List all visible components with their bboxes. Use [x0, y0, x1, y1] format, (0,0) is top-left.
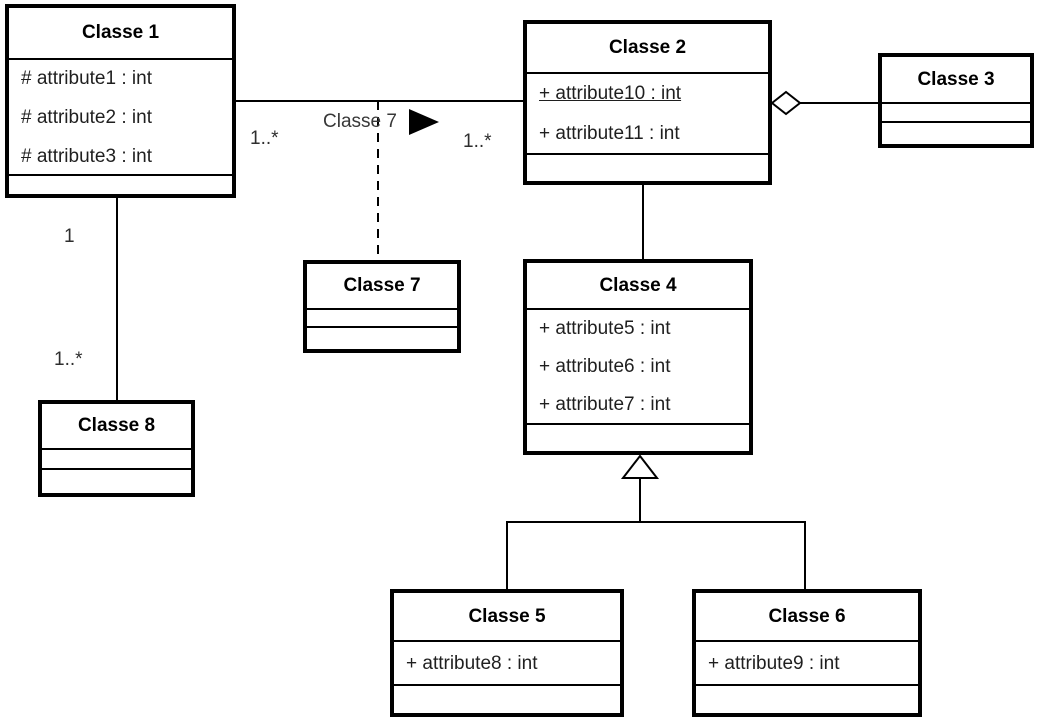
class-box-classe4[interactable]: Classe 4 + attribute5 : int + attribute6…: [523, 259, 753, 455]
attribute: + attribute6 : int: [539, 355, 671, 377]
methods-compartment: [9, 174, 232, 194]
attributes-compartment: + attribute8 : int: [394, 640, 620, 684]
class-title: Classe 7: [343, 275, 421, 296]
attributes-compartment: [42, 448, 191, 468]
attribute: # attribute1 : int: [21, 67, 152, 89]
class-box-classe1[interactable]: Classe 1 # attribute1 : int # attribute2…: [5, 4, 236, 198]
association-name-label: Classe 7: [323, 109, 439, 135]
attribute: # attribute2 : int: [21, 106, 152, 128]
methods-compartment: [527, 423, 749, 451]
attributes-compartment: + attribute10 : int + attribute11 : int: [527, 72, 768, 153]
methods-compartment: [882, 121, 1030, 144]
attribute: + attribute5 : int: [539, 317, 671, 339]
attribute: + attribute9 : int: [708, 652, 840, 674]
methods-compartment: [394, 684, 620, 713]
class-title: Classe 6: [768, 605, 846, 627]
association-direction-arrow-icon: [408, 109, 439, 135]
attributes-compartment: [882, 102, 1030, 121]
class-title: Classe 5: [468, 605, 546, 627]
attributes-compartment: + attribute5 : int + attribute6 : int + …: [527, 308, 749, 423]
static-attribute: + attribute10 : int: [539, 82, 682, 104]
aggregation-diamond-icon: [770, 90, 802, 116]
attribute: + attribute11 : int: [539, 122, 680, 144]
methods-compartment: [307, 326, 457, 349]
multiplicity-label-classe8-end: 1..*: [54, 349, 83, 370]
multiplicity-label-classe1-end: 1..*: [250, 128, 279, 149]
attributes-compartment: + attribute9 : int: [696, 640, 918, 684]
class-title: Classe 1: [81, 22, 160, 43]
class-title: Classe 2: [608, 37, 687, 58]
multiplicity-label-classe2-end: 1..*: [463, 131, 492, 152]
methods-compartment: [42, 468, 191, 493]
attributes-compartment: # attribute1 : int # attribute2 : int # …: [9, 58, 232, 174]
class-box-classe2[interactable]: Classe 2 + attribute10 : int + attribute…: [523, 20, 772, 185]
methods-compartment: [527, 153, 768, 181]
generalization-triangle-icon: [620, 454, 660, 479]
class-box-classe8[interactable]: Classe 8: [38, 400, 195, 497]
attributes-compartment: [307, 308, 457, 326]
class-title: Classe 3: [917, 68, 995, 90]
class-box-classe7[interactable]: Classe 7: [303, 260, 461, 353]
class-box-classe3[interactable]: Classe 3: [878, 53, 1034, 148]
association-name-text: Classe 7: [323, 111, 397, 132]
attribute: + attribute7 : int: [539, 393, 671, 415]
multiplicity-label-classe1-bottom-end: 1: [64, 226, 75, 247]
class-title: Classe 4: [599, 274, 677, 296]
attribute: + attribute8 : int: [406, 652, 538, 674]
class-title: Classe 8: [77, 415, 156, 436]
methods-compartment: [696, 684, 918, 713]
attribute: # attribute3 : int: [21, 145, 152, 167]
class-box-classe5[interactable]: Classe 5 + attribute8 : int: [390, 589, 624, 717]
class-box-classe6[interactable]: Classe 6 + attribute9 : int: [692, 589, 922, 717]
